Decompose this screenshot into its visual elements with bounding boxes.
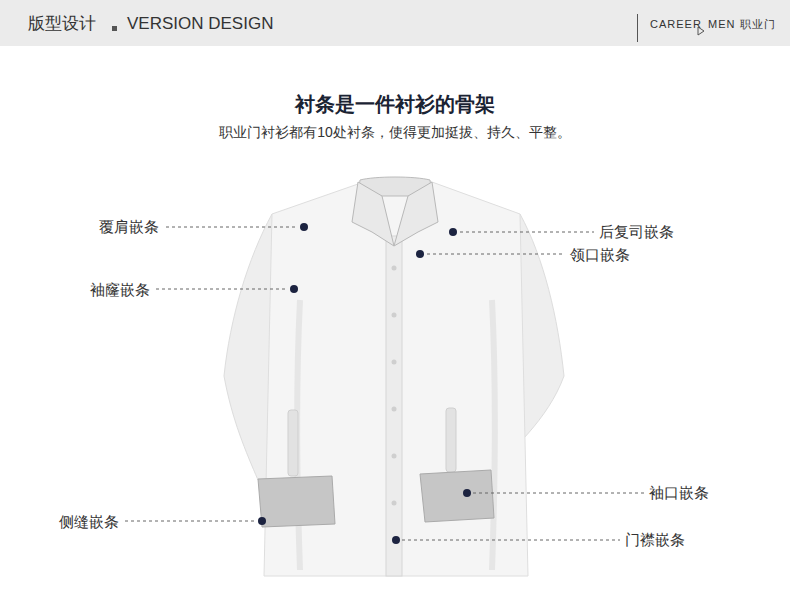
callout-dots <box>258 223 471 544</box>
front-placket <box>386 236 402 576</box>
callout-label: 覆肩嵌条 <box>99 217 159 237</box>
collar-left <box>352 182 394 246</box>
header-subtitle: VERSION DESIGN <box>127 0 273 48</box>
callout-label: 门襟嵌条 <box>625 530 685 550</box>
body-shade <box>492 300 495 570</box>
subtitle-note: 职业门衬衫都有10处衬条，使得更加挺拔、持久、平整。 <box>0 122 790 142</box>
logo-text: CAREER <box>650 0 702 48</box>
callout-label: 领口嵌条 <box>570 245 630 265</box>
header-band: 版型设计 VERSION DESIGN CAREERMEN 职业门 <box>0 0 790 46</box>
cuff-placket <box>288 410 298 476</box>
diagram-title: 衬条是一件衬衫的骨架 <box>0 91 790 117</box>
buttons <box>392 266 397 506</box>
callout-label: 后复司嵌条 <box>599 222 674 242</box>
header-title: 版型设计 <box>28 0 96 48</box>
leader-lines <box>125 227 644 540</box>
right-cuff <box>420 470 494 522</box>
left-cuff <box>258 476 335 527</box>
header-bullet <box>112 26 117 31</box>
cuff-placket <box>446 408 456 472</box>
collar-right <box>394 182 438 246</box>
callout-label: 袖口嵌条 <box>649 483 709 503</box>
header-divider <box>637 14 638 42</box>
callout-label: 侧缝嵌条 <box>59 512 119 532</box>
logo-text: MEN 职业门 <box>708 0 776 48</box>
callout-label: 袖窿嵌条 <box>90 280 150 300</box>
